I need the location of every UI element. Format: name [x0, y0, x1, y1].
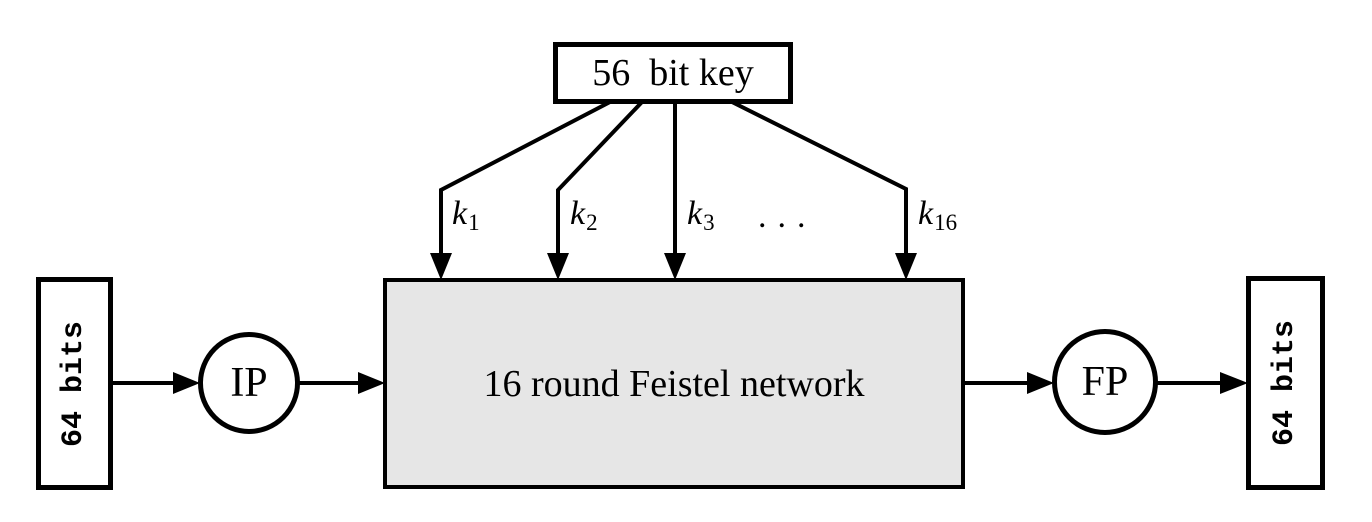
round-key-arrow-2 [547, 100, 644, 280]
round-key-label-2: k2 [570, 195, 598, 235]
final-permutation-node: FP [1052, 329, 1158, 435]
output-bits-box: 64 bits [1246, 276, 1325, 490]
fp-label: FP [1081, 359, 1129, 405]
arrow-fp-to-output [1155, 372, 1248, 394]
round-key-1-sub: 1 [468, 210, 480, 235]
initial-permutation-node: IP [198, 332, 300, 434]
round-key-arrow-16 [731, 100, 917, 280]
arrow-input-to-ip [111, 372, 200, 394]
round-key-arrow-1 [430, 100, 611, 280]
feistel-network-label: 16 round Feistel network [483, 362, 865, 405]
ip-label: IP [230, 360, 268, 406]
round-key-3-sub: 3 [703, 210, 715, 235]
input-bits-label: 64 bits [57, 320, 92, 447]
arrow-feistel-to-fp [963, 372, 1054, 394]
input-bits-box: 64 bits [36, 277, 113, 490]
output-bits-label: 64 bits [1268, 319, 1303, 447]
round-key-2-sub: 2 [586, 210, 598, 235]
round-key-1-base: k [452, 195, 468, 232]
round-key-2-base: k [570, 195, 586, 232]
arrow-ip-to-feistel [297, 372, 385, 394]
round-key-label-16: k16 [918, 195, 957, 235]
feistel-network-box: 16 round Feistel network [383, 278, 965, 489]
round-keys-ellipsis: ... [758, 198, 817, 235]
round-key-label-1: k1 [452, 195, 480, 235]
round-key-16-sub: 16 [934, 210, 958, 235]
key-box-label: 56 bit key [592, 52, 754, 94]
round-key-label-3: k3 [687, 195, 715, 235]
key-box: 56 bit key [553, 42, 793, 104]
round-key-3-base: k [687, 195, 703, 232]
round-key-16-base: k [918, 195, 934, 232]
round-key-arrow-3 [664, 102, 686, 280]
